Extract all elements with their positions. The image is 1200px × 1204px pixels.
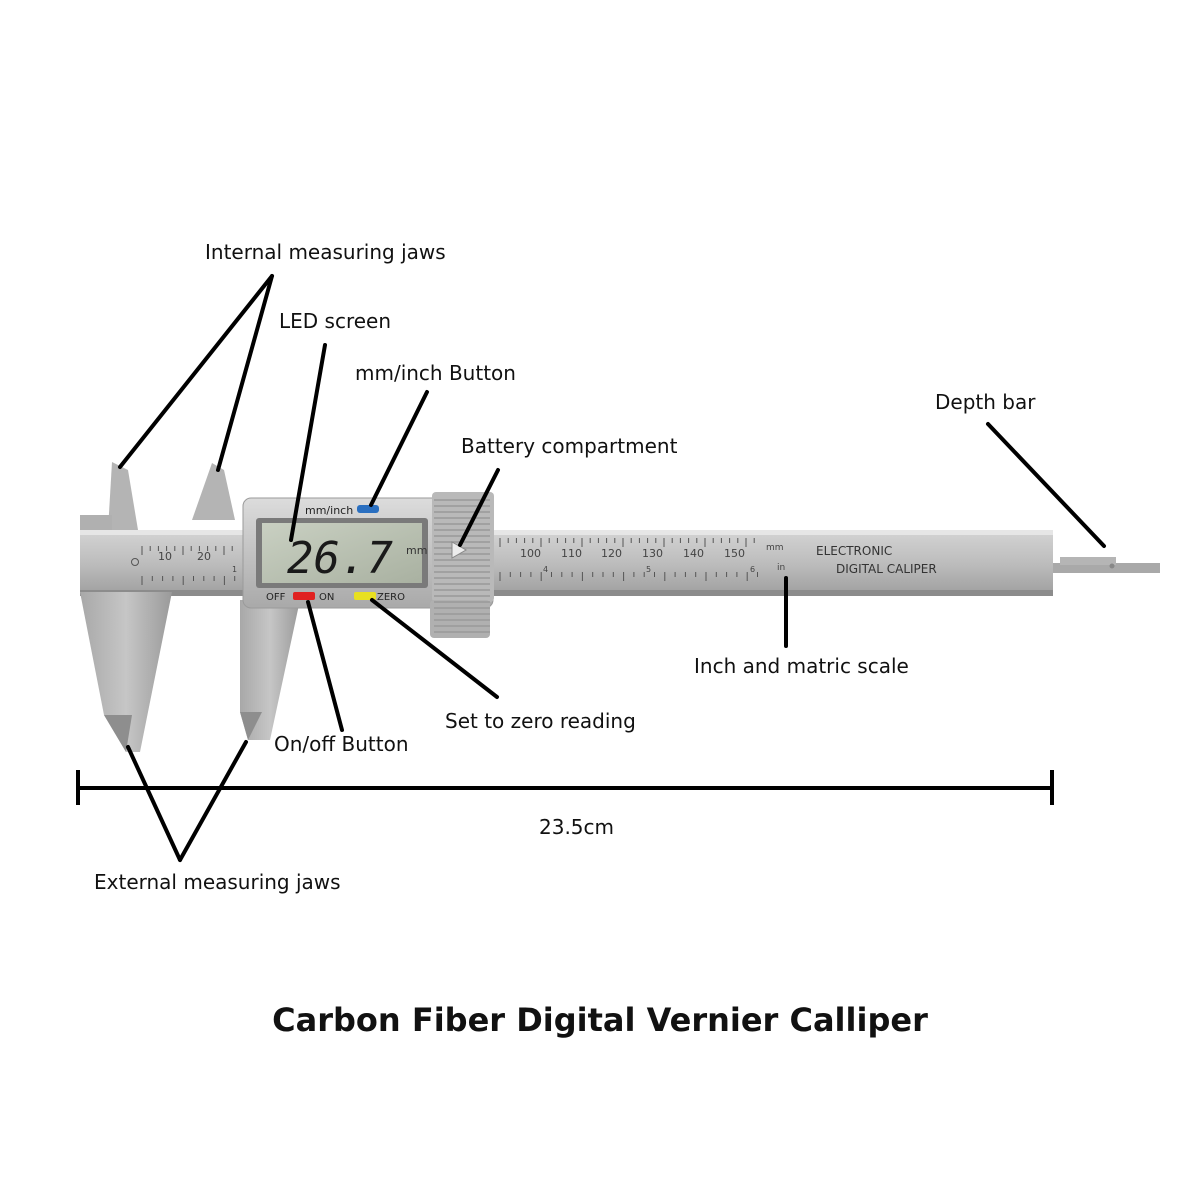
callout-lines [118, 274, 1106, 862]
inch-label-1: 1 [232, 565, 237, 574]
mm-inch-label: mm/inch [305, 504, 353, 517]
inch-label-6: 6 [750, 565, 755, 574]
off-label: OFF [266, 592, 286, 603]
scale-label-20: 20 [197, 550, 211, 563]
label-external-jaws: External measuring jaws [94, 870, 341, 894]
slider-external-jaw [240, 600, 300, 740]
label-battery: Battery compartment [461, 434, 678, 458]
fixed-external-jaw [80, 592, 172, 752]
depth-bar [1050, 557, 1160, 573]
label-depth-bar: Depth bar [935, 390, 1036, 414]
scale-ticks-right [499, 538, 758, 581]
scale-label-130: 130 [642, 547, 663, 560]
zero-button[interactable] [354, 592, 376, 600]
brand-line-1: ELECTRONIC [816, 544, 892, 558]
scale-label-140: 140 [683, 547, 704, 560]
slider-internal-jaw [192, 463, 235, 520]
in-tag: in [777, 563, 785, 573]
main-beam [80, 530, 1053, 596]
scale-label-150: 150 [724, 547, 745, 560]
lcd-unit: mm [406, 544, 427, 557]
callout-external-jaws-left [126, 745, 182, 862]
label-mm-inch-button: mm/inch Button [355, 361, 516, 385]
label-internal-jaws: Internal measuring jaws [205, 240, 446, 264]
callout-zero [370, 598, 499, 699]
page-title: Carbon Fiber Digital Vernier Calliper [272, 1001, 928, 1039]
label-on-off: On/off Button [274, 732, 409, 756]
scale-label-120: 120 [601, 547, 622, 560]
mm-inch-button[interactable] [357, 505, 379, 513]
callout-external-jaws-right [178, 740, 248, 862]
label-scale: Inch and matric scale [694, 654, 909, 678]
callout-internal-jaws-right [216, 274, 274, 472]
fixed-internal-jaw [108, 462, 138, 530]
callout-internal-jaws-left [118, 274, 274, 469]
on-label: ON [319, 592, 334, 603]
zero-label: ZERO [377, 592, 405, 603]
inch-label-4: 4 [543, 565, 548, 574]
scale-label-110: 110 [561, 547, 582, 560]
inch-label-5: 5 [646, 565, 651, 574]
label-led-screen: LED screen [279, 309, 392, 333]
on-off-button[interactable] [293, 592, 315, 600]
callout-mm-inch [369, 390, 429, 507]
scale-ticks-left [141, 546, 236, 585]
lcd-reading: 26.7 [287, 533, 393, 584]
callout-battery [458, 468, 500, 547]
callout-on-off [306, 600, 344, 732]
scale-label-100: 100 [520, 547, 541, 560]
label-length: 23.5cm [539, 815, 615, 839]
length-dimension-bar [76, 770, 1054, 805]
scale-label-10: 10 [158, 550, 172, 563]
label-zero: Set to zero reading [445, 709, 636, 733]
callout-led-screen [289, 343, 327, 542]
brand-line-2: DIGITAL CALIPER [836, 562, 937, 576]
mm-tag: mm [766, 543, 784, 553]
callout-depth-bar [986, 422, 1106, 548]
lcd-display [256, 518, 428, 588]
